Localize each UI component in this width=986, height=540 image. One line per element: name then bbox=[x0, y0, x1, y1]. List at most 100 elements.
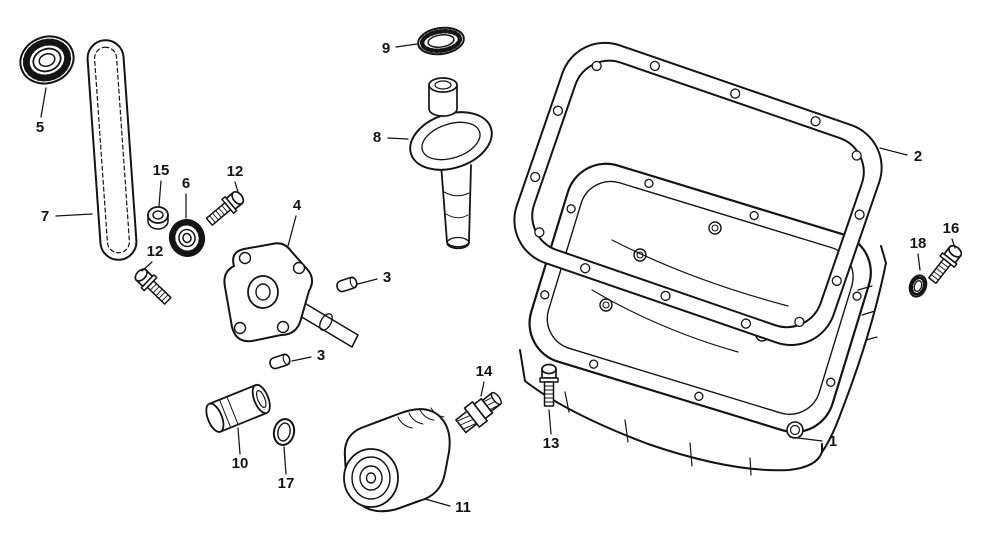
pin-end bbox=[349, 276, 358, 289]
pump-shaft-collar bbox=[319, 313, 333, 331]
callout-leader-12 bbox=[234, 181, 239, 193]
o-ring-inner bbox=[277, 422, 291, 442]
gasket-bolt-hole bbox=[552, 105, 564, 116]
callout-label-17: 17 bbox=[278, 475, 295, 492]
gasket-bolt-hole bbox=[794, 316, 805, 328]
part-6-pump-gear bbox=[168, 219, 206, 257]
part-12-bolt-upper bbox=[202, 187, 248, 230]
filter-flutes bbox=[397, 407, 445, 429]
callout-leader-18 bbox=[917, 253, 921, 271]
callout-label-9: 9 bbox=[382, 40, 390, 57]
pump-mount-hole bbox=[238, 251, 252, 265]
filter-face-ring bbox=[351, 456, 391, 500]
callout-leader-17 bbox=[283, 446, 287, 475]
pan-boss-hole bbox=[711, 224, 719, 232]
callout-label-15: 15 bbox=[153, 162, 170, 179]
rim-bolt-hole bbox=[826, 377, 836, 387]
gasket-bolt-hole bbox=[649, 60, 660, 72]
oil-pan-wall-ribs bbox=[564, 391, 752, 476]
rim-bolt-hole bbox=[694, 391, 704, 401]
callout-leader-8 bbox=[387, 137, 409, 140]
gasket-bolt-hole bbox=[530, 171, 541, 183]
cap-inner bbox=[427, 34, 455, 48]
gasket-bolt-hole bbox=[851, 150, 862, 161]
part-2-oil-pan-gasket bbox=[513, 41, 883, 346]
filler-tube bbox=[440, 163, 472, 248]
rim-bolt-hole bbox=[566, 204, 576, 214]
pin-end bbox=[282, 353, 291, 366]
gasket-bolt-hole bbox=[854, 209, 865, 220]
pump-mount-hole bbox=[276, 320, 290, 334]
pan-baffle-line bbox=[591, 289, 739, 353]
filler-neck-cylinder bbox=[428, 84, 458, 117]
callout-label-4: 4 bbox=[293, 197, 302, 214]
tube-bore bbox=[255, 389, 267, 409]
callout-label-12: 12 bbox=[147, 243, 164, 260]
part-3-dowel-pin-upper bbox=[336, 276, 358, 293]
gasket-bolt-hole bbox=[534, 227, 545, 238]
part-14-filter-union bbox=[455, 391, 502, 434]
callout-leader-11 bbox=[424, 498, 451, 507]
rim-bolt-hole bbox=[852, 291, 862, 301]
gear-teeth bbox=[170, 220, 204, 256]
rim-bolt-hole bbox=[749, 210, 759, 221]
part-17-o-ring bbox=[272, 418, 296, 446]
pump-mount-hole bbox=[292, 261, 306, 275]
callout-label-12: 12 bbox=[227, 163, 244, 180]
callout-label-6: 6 bbox=[182, 175, 190, 192]
callout-leader-13 bbox=[548, 409, 552, 435]
part-10-collar-tube bbox=[205, 383, 271, 433]
gear-bore bbox=[182, 232, 192, 244]
washer-hatch bbox=[910, 276, 926, 296]
callout-leader-10 bbox=[237, 427, 241, 455]
rim-bolt-hole bbox=[589, 359, 599, 369]
filler-flange-inner bbox=[421, 121, 481, 161]
part-13-bolt bbox=[539, 363, 559, 407]
pan-baffle-line bbox=[611, 239, 789, 307]
callout-label-11: 11 bbox=[455, 499, 471, 516]
callout-leader-16 bbox=[951, 238, 956, 249]
chain-inner-links bbox=[93, 46, 131, 254]
pan-boss bbox=[708, 221, 722, 235]
union-end bbox=[490, 391, 502, 405]
part-15-nut bbox=[147, 206, 169, 230]
washer-bore bbox=[913, 280, 923, 292]
filler-tube-sections bbox=[443, 191, 470, 219]
oil-pan-bottom-wall bbox=[519, 349, 823, 472]
gasket-bolt-hole bbox=[660, 290, 671, 302]
drain-plug-boss bbox=[786, 421, 804, 439]
callout-label-13: 13 bbox=[543, 435, 560, 452]
callout-leader-5 bbox=[40, 87, 47, 118]
callout-label-3: 3 bbox=[383, 269, 391, 286]
nut-bore bbox=[152, 210, 164, 220]
callout-label-18: 18 bbox=[910, 235, 927, 252]
gasket-bolt-hole bbox=[740, 318, 752, 329]
tube-closed-end bbox=[205, 402, 225, 433]
rim-bolt-hole bbox=[644, 178, 654, 189]
callout-leader-3 bbox=[357, 278, 378, 285]
oil-pan-rim-inner bbox=[546, 180, 854, 415]
part-16-drain-bolt bbox=[924, 241, 966, 287]
part-8-oil-filler-neck bbox=[409, 77, 493, 250]
part-9-filler-cap bbox=[417, 26, 465, 56]
callout-leader-14 bbox=[480, 381, 485, 397]
callout-label-2: 2 bbox=[914, 148, 922, 165]
cap-knurl bbox=[419, 28, 463, 54]
callout-label-3: 3 bbox=[317, 347, 325, 364]
pan-cooling-fins bbox=[857, 285, 878, 341]
gasket-bolt-hole bbox=[730, 88, 741, 99]
filler-tube-end bbox=[446, 236, 470, 250]
o-ring-outer bbox=[272, 418, 296, 446]
gasket-bolt-hole bbox=[591, 60, 602, 72]
callout-leader-7 bbox=[55, 213, 93, 217]
pan-boss bbox=[599, 298, 613, 312]
callout-label-7: 7 bbox=[41, 208, 49, 225]
callout-label-14: 14 bbox=[476, 363, 493, 380]
callout-label-16: 16 bbox=[943, 220, 960, 237]
callout-leader-4 bbox=[287, 215, 297, 247]
filler-neck-opening bbox=[434, 80, 452, 90]
gasket-bolt-hole bbox=[831, 275, 842, 286]
rim-bolt-hole bbox=[540, 290, 550, 300]
